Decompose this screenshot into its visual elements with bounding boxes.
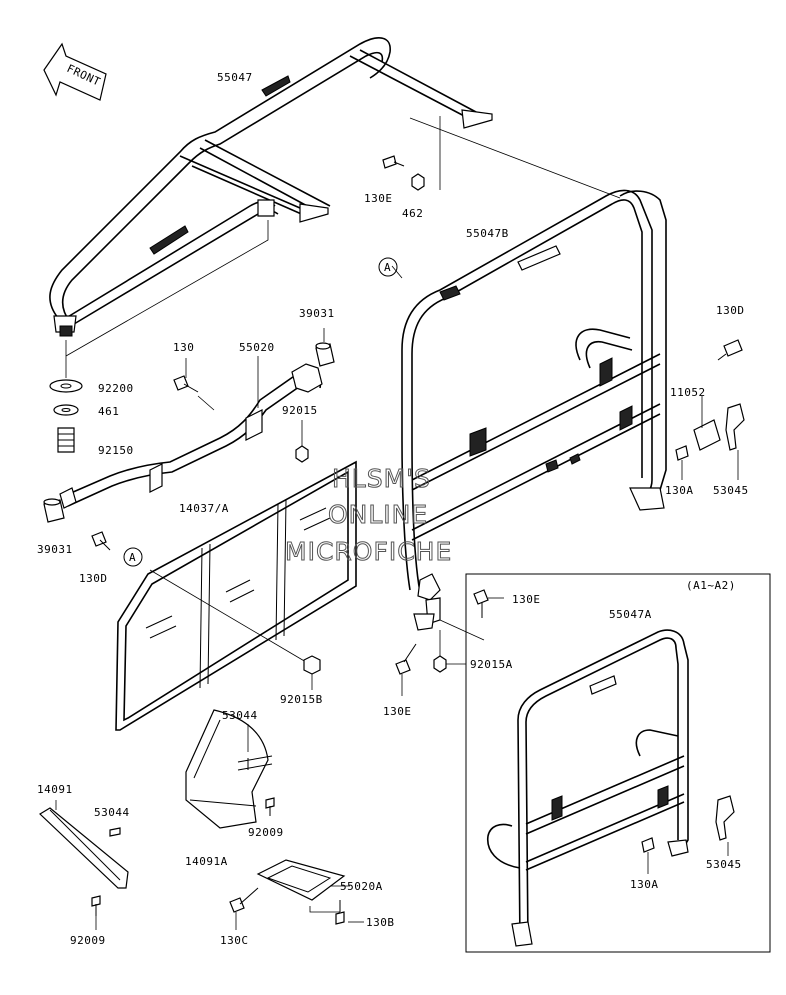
washer-92200 bbox=[49, 379, 83, 393]
label-55047: 55047 bbox=[217, 71, 253, 84]
label-55020A: 55020A bbox=[340, 880, 383, 893]
label-130: 130 bbox=[173, 341, 194, 354]
label-92009-mid: 92009 bbox=[248, 826, 284, 839]
screw-92009-left bbox=[91, 895, 101, 930]
bolt-130E-low bbox=[395, 643, 417, 696]
latch-53045-main bbox=[725, 403, 745, 480]
watermark-line-3: MICROFICHE bbox=[285, 537, 452, 566]
label-130A-main: 130A bbox=[665, 484, 694, 497]
label-462: 462 bbox=[402, 207, 423, 220]
label-53045-inset: 53045 bbox=[706, 858, 742, 871]
label-130A-inset: 130A bbox=[630, 878, 659, 891]
bushing-39031-top bbox=[315, 328, 335, 367]
watermark-line-1: HLSM'S bbox=[332, 464, 431, 493]
guard-14091A-part bbox=[185, 709, 269, 829]
inset-label: (A1~A2) bbox=[686, 579, 736, 592]
label-39031-top: 39031 bbox=[299, 307, 335, 320]
bolt-130A-main bbox=[675, 445, 689, 480]
bolt-130C bbox=[229, 887, 259, 930]
ref-marker-a-top: A bbox=[378, 257, 398, 277]
bolt-130B bbox=[309, 900, 364, 925]
label-92015A: 92015A bbox=[470, 658, 513, 671]
bolt-130D-left bbox=[91, 531, 111, 551]
guard-14091-part bbox=[39, 807, 129, 889]
roll-frame-top-part bbox=[49, 37, 493, 337]
ref-marker-a-top-label: A bbox=[384, 261, 391, 274]
bolt-130 bbox=[173, 358, 215, 411]
net-panel-14037A-part bbox=[115, 460, 357, 731]
label-130B: 130B bbox=[366, 916, 395, 929]
bolt-130A-inset bbox=[641, 837, 655, 874]
label-55020: 55020 bbox=[239, 341, 275, 354]
label-130D-left: 130D bbox=[79, 572, 108, 585]
watermark: HLSM'S ONLINE MICROFICHE bbox=[285, 464, 452, 567]
plate-55020A-part bbox=[256, 859, 350, 901]
front-arrow-icon: FRONT bbox=[43, 42, 107, 101]
label-14091: 14091 bbox=[37, 783, 73, 796]
label-55047B: 55047B bbox=[466, 227, 509, 240]
washer-461 bbox=[53, 404, 79, 416]
label-53044-left: 53044 bbox=[94, 806, 130, 819]
bolt-130D-right bbox=[717, 339, 743, 361]
nut-462 bbox=[411, 173, 425, 191]
label-130D-right: 130D bbox=[716, 304, 745, 317]
screw-92009-mid bbox=[265, 797, 275, 816]
label-39031-bottom: 39031 bbox=[37, 543, 73, 556]
label-55047A: 55047A bbox=[609, 608, 652, 621]
label-130E-top: 130E bbox=[364, 192, 393, 205]
cross-tube-55020-part bbox=[59, 363, 323, 509]
bushing-39031-bottom bbox=[43, 498, 65, 523]
label-130E-mid: 130E bbox=[512, 593, 541, 606]
label-92015B: 92015B bbox=[280, 693, 323, 706]
watermark-line-2: ONLINE bbox=[328, 500, 428, 529]
nut-92015A bbox=[433, 630, 466, 673]
bolt-130E-top bbox=[382, 155, 405, 169]
label-130C: 130C bbox=[220, 934, 249, 947]
label-92150: 92150 bbox=[98, 444, 134, 457]
main-frame-55047B-part bbox=[401, 189, 667, 631]
bolt-130E-mid bbox=[473, 589, 504, 618]
label-11052: 11052 bbox=[670, 386, 706, 399]
label-14037A: 14037/A bbox=[179, 502, 229, 515]
clip-53044-mid bbox=[237, 724, 273, 771]
label-92015: 92015 bbox=[282, 404, 318, 417]
label-130E-low: 130E bbox=[383, 705, 412, 718]
nut-92015B bbox=[303, 655, 321, 690]
bracket-11052 bbox=[693, 396, 721, 451]
latch-53045-inset bbox=[715, 795, 735, 856]
clip-53044-left bbox=[109, 827, 121, 837]
bushing-92150 bbox=[57, 427, 75, 453]
nut-92015 bbox=[295, 420, 309, 463]
label-92200: 92200 bbox=[98, 382, 134, 395]
ref-marker-a-bottom: A bbox=[123, 547, 143, 567]
label-53045-main: 53045 bbox=[713, 484, 749, 497]
label-92009-left: 92009 bbox=[70, 934, 106, 947]
label-53044-mid: 53044 bbox=[222, 709, 258, 722]
label-461: 461 bbox=[98, 405, 119, 418]
label-14091A: 14091A bbox=[185, 855, 228, 868]
inset-box-a1-a2 bbox=[465, 573, 771, 953]
ref-marker-a-bottom-label: A bbox=[129, 551, 136, 564]
